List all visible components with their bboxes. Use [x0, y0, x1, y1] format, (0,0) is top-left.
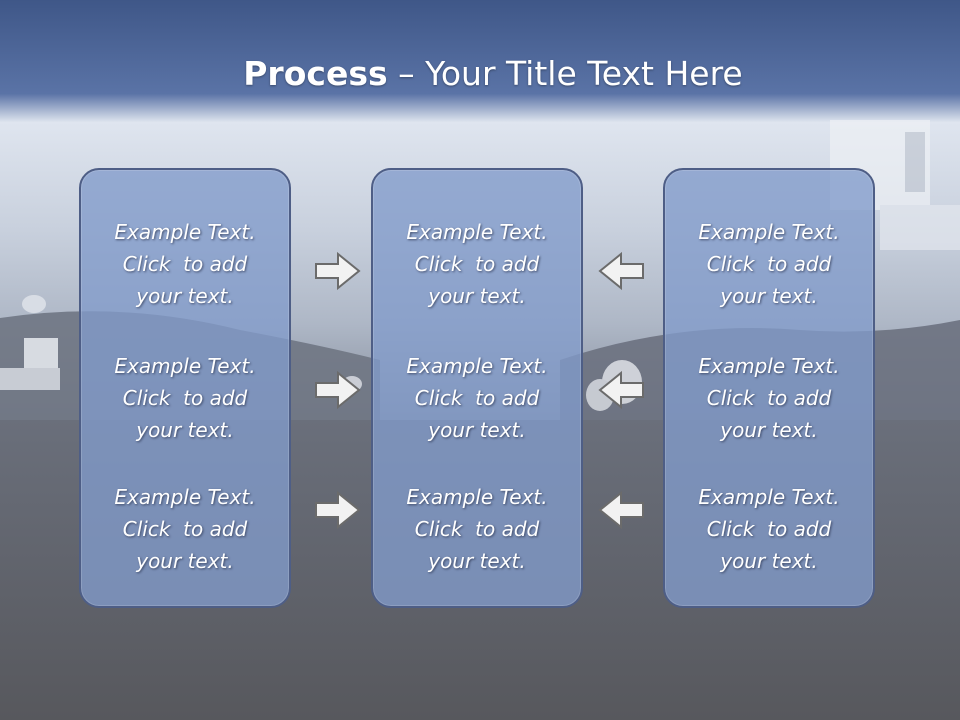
- text-block[interactable]: Example Text. Click to add your text.: [665, 481, 873, 577]
- text-line: Example Text.: [114, 220, 256, 244]
- text-line: Example Text.: [698, 485, 840, 509]
- text-line: your text.: [136, 549, 234, 573]
- text-line: Example Text.: [406, 485, 548, 509]
- text-line: your text.: [428, 549, 526, 573]
- text-line: Example Text.: [698, 354, 840, 378]
- text-block[interactable]: Example Text. Click to add your text.: [81, 350, 289, 446]
- text-line: Click to add: [122, 517, 248, 541]
- text-line: your text.: [428, 418, 526, 442]
- process-panel-center[interactable]: Example Text. Click to add your text. Ex…: [371, 168, 583, 608]
- slide-title[interactable]: Process – Your Title Text Here: [0, 50, 960, 98]
- right-arrow-icon: [315, 370, 361, 410]
- text-line: your text.: [720, 418, 818, 442]
- text-block[interactable]: Example Text. Click to add your text.: [373, 350, 581, 446]
- text-line: Click to add: [706, 252, 832, 276]
- text-line: Example Text.: [698, 220, 840, 244]
- text-line: Click to add: [706, 386, 832, 410]
- text-line: Click to add: [122, 252, 248, 276]
- left-arrow-icon: [598, 251, 644, 291]
- text-line: Click to add: [414, 517, 540, 541]
- title-bold-part: Process: [243, 54, 388, 93]
- text-line: your text.: [136, 284, 234, 308]
- process-panel-right[interactable]: Example Text. Click to add your text. Ex…: [663, 168, 875, 608]
- text-line: Example Text.: [114, 485, 256, 509]
- text-line: Example Text.: [406, 354, 548, 378]
- text-line: Example Text.: [114, 354, 256, 378]
- text-line: Click to add: [414, 386, 540, 410]
- text-line: Click to add: [122, 386, 248, 410]
- text-block[interactable]: Example Text. Click to add your text.: [373, 481, 581, 577]
- text-block[interactable]: Example Text. Click to add your text.: [81, 481, 289, 577]
- text-block[interactable]: Example Text. Click to add your text.: [665, 350, 873, 446]
- observatory-left: [0, 295, 60, 390]
- text-block[interactable]: Example Text. Click to add your text.: [373, 216, 581, 312]
- text-line: Click to add: [706, 517, 832, 541]
- text-line: Example Text.: [406, 220, 548, 244]
- text-line: your text.: [720, 284, 818, 308]
- right-arrow-icon: [315, 490, 361, 530]
- text-block[interactable]: Example Text. Click to add your text.: [665, 216, 873, 312]
- text-block[interactable]: Example Text. Click to add your text.: [81, 216, 289, 312]
- text-line: your text.: [136, 418, 234, 442]
- process-panel-left[interactable]: Example Text. Click to add your text. Ex…: [79, 168, 291, 608]
- title-rest-part: – Your Title Text Here: [387, 54, 743, 93]
- left-arrow-icon: [598, 370, 644, 410]
- text-line: your text.: [428, 284, 526, 308]
- right-arrow-icon: [315, 251, 361, 291]
- left-arrow-icon: [598, 490, 644, 530]
- text-line: Click to add: [414, 252, 540, 276]
- text-line: your text.: [720, 549, 818, 573]
